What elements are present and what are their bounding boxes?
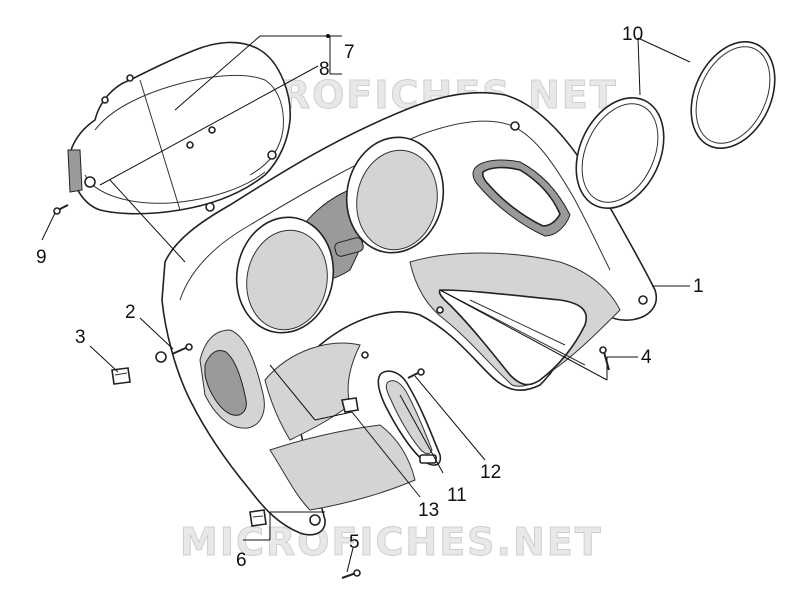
callout-7: 7: [344, 42, 355, 63]
part-5-screw: [341, 569, 361, 579]
part-9-screw: [53, 204, 69, 215]
part-8-instrument-cluster: [67, 41, 291, 215]
callout-3: 3: [75, 327, 86, 348]
callouts: 1 2 3 4 5 6 7 8 9 10 11 12 13: [36, 24, 704, 571]
watermark-bottom: MICROFICHES.NET: [180, 520, 603, 564]
gauge-pods: [235, 136, 445, 334]
callout-12: 12: [480, 462, 501, 483]
part-3-clip: [111, 367, 131, 385]
callout-13: 13: [418, 500, 439, 521]
part-12-screw: [407, 368, 425, 379]
callout-2: 2: [125, 302, 136, 323]
callout-5: 5: [349, 532, 360, 553]
part-4-screw: [599, 346, 610, 371]
callout-4: 4: [641, 347, 652, 368]
leader-dot: [326, 34, 330, 38]
callout-9: 9: [36, 247, 47, 268]
part-6-clip: [249, 509, 267, 527]
callout-10: 10: [622, 24, 643, 45]
part-13-clip: [341, 397, 359, 413]
callout-1: 1: [693, 276, 704, 297]
part-10-gauge-rings: [575, 40, 776, 210]
callout-11: 11: [447, 485, 467, 506]
part-2-screw: [171, 343, 193, 355]
leader-lines: [41, 34, 691, 573]
callout-6: 6: [236, 550, 247, 571]
callout-8: 8: [319, 59, 330, 80]
part-11-flap: [377, 370, 442, 466]
